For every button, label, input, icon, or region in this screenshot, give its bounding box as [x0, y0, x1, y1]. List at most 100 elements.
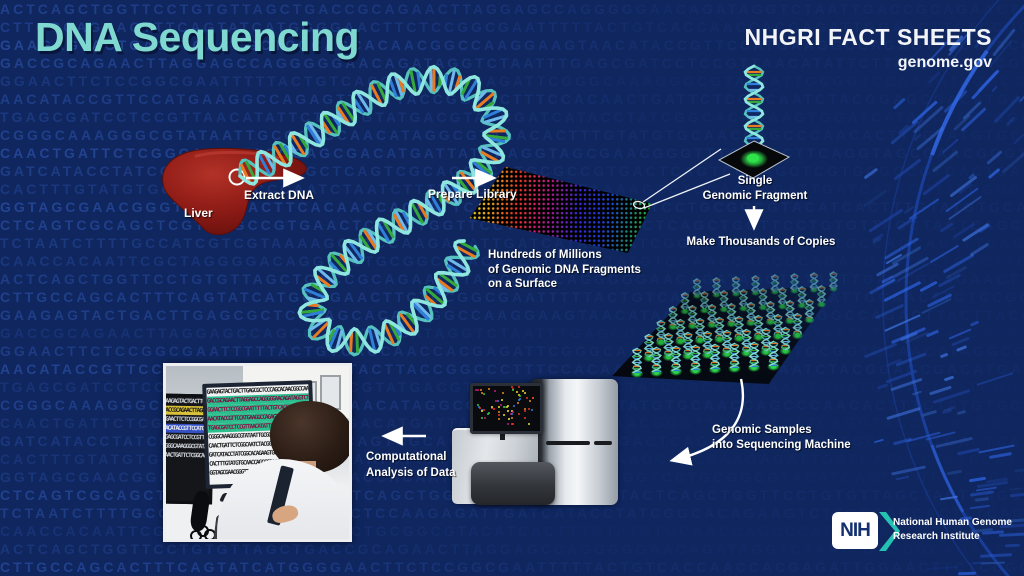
helix-part: [330, 253, 348, 273]
sequencer-screen-dot: [493, 408, 496, 411]
helix-part: [398, 76, 405, 93]
sequencer-screen-dot: [507, 418, 510, 421]
helix-part: [475, 92, 495, 110]
helix-part: [240, 163, 251, 184]
single-fragment-helix: [743, 64, 765, 152]
helix-part: [414, 300, 432, 319]
helix-part: [406, 313, 418, 327]
helix-part: [397, 320, 407, 333]
helix-part: [425, 198, 436, 213]
arc-read-dash: [935, 436, 973, 449]
helix-part: [348, 240, 363, 260]
surface-caption-line3: on a Surface: [488, 278, 558, 290]
helix-part: [283, 144, 292, 157]
helix-part: [417, 201, 428, 219]
sequencer-screen-dot: [488, 388, 491, 391]
helix-part: [425, 287, 445, 305]
helix-part: [309, 319, 326, 331]
sequencer-screen-dot: [524, 407, 527, 410]
arc-read-dash: [868, 208, 904, 233]
helix-part: [483, 108, 503, 119]
helix-part: [323, 113, 339, 134]
arc-read-dash: [993, 95, 1021, 124]
sequencer-screen-dot: [481, 417, 484, 420]
arc-read-dash: [972, 561, 987, 565]
arc-read-dash: [957, 182, 973, 195]
helix-part: [461, 77, 471, 96]
helix-part: [356, 91, 371, 113]
sequencer-screen-dot: [502, 405, 505, 408]
sequencer-screen-dot: [496, 400, 499, 403]
arc-read-dash: [891, 465, 926, 476]
sequencer-screen-dot: [498, 411, 501, 414]
sequencer-screen-dot: [510, 417, 513, 420]
helix-part: [435, 277, 454, 292]
arc-read-dash: [1018, 83, 1024, 103]
arc-read-dash: [969, 320, 980, 327]
arc-read-dash: [895, 352, 927, 367]
helix-part: [300, 308, 325, 314]
helix-part: [828, 271, 839, 289]
sequencer-screen-dot: [517, 394, 520, 397]
arc-read-dash: [992, 28, 1016, 57]
background-sequence-row: GAAGAGTACTGACTTGAGCGCTCCCAGCACAACGGCCAAG…: [0, 307, 1024, 323]
arc-read-dash: [900, 331, 918, 342]
helix-part: [392, 213, 405, 233]
arc-read-dash: [980, 561, 1006, 565]
helix-part: [402, 211, 412, 227]
brand-fact-sheets: NHGRI FACT SHEETS: [744, 24, 992, 50]
arc-read-dash: [874, 303, 905, 320]
sequencer-screen-dot: [525, 397, 528, 400]
sequencer-screen-dot: [506, 422, 509, 425]
helix-part: [315, 274, 331, 287]
helix-part: [471, 160, 491, 178]
helix-part: [306, 124, 321, 146]
sequencer-screen-dot: [511, 413, 514, 416]
nih-org-name: National Human Genome Research Institute: [893, 516, 1012, 543]
arc-read-dash: [978, 444, 1015, 454]
helix-part: [238, 67, 511, 357]
arc-read-dash: [974, 497, 990, 502]
fragment-tile: [717, 140, 791, 179]
arc-read-dash: [1008, 487, 1024, 492]
arc-read-dash: [956, 447, 981, 456]
arc-read-dash: [986, 150, 1003, 165]
helix-part: [328, 261, 341, 274]
background-sequence-row: GACCGCAGAACTTAGGAGCCAGGGGGAACAGATAGGTCTA…: [0, 325, 1024, 341]
make-copies-label: Make Thousands of Copies: [686, 236, 836, 248]
arc-read-dash: [891, 245, 922, 266]
surface-caption-line1: Hundreds of Millions: [488, 249, 602, 261]
helix-part: [447, 257, 469, 272]
sequencer-screen-dot: [523, 392, 526, 395]
helix-part: [317, 267, 336, 285]
arc-read-dash: [886, 406, 921, 421]
extract-dna-label: Extract DNA: [244, 188, 315, 202]
arc-read-dash: [881, 275, 894, 284]
sequencer-monitor-stand: [500, 431, 505, 440]
helix-part: [388, 77, 398, 98]
sequencer-screen-dot: [491, 405, 494, 408]
arc-read-dash: [1004, 543, 1021, 548]
helix-part: [399, 313, 415, 334]
helix-part: [279, 143, 292, 162]
helix-part: [388, 321, 401, 341]
helix-part: [429, 68, 433, 91]
sequencer-screen-dot: [512, 388, 515, 391]
background-sequence-row: CAACTGATTCTCGGCAATCTACGGAGCGACATGATTATCA…: [0, 145, 1024, 161]
arc-read-dash: [962, 101, 982, 120]
helix-part: [446, 264, 463, 276]
arc-read-dash: [886, 358, 903, 367]
sequencer-screen-dot: [481, 409, 484, 412]
arc-read-dash: [943, 375, 955, 382]
arc-read-dash: [926, 565, 959, 571]
helix-part: [424, 294, 438, 307]
genomic-samples-line1: Genomic Samples: [712, 424, 812, 436]
sequencer-screen-dot: [495, 400, 498, 403]
helix-part: [393, 323, 402, 336]
sequencer-screen-dot: [512, 410, 515, 413]
helix-part: [484, 134, 509, 140]
nih-chevron-icon: [879, 512, 900, 551]
sequencer-screen-dot: [506, 410, 509, 413]
arc-read-dash: [952, 222, 976, 239]
single-fragment-label: Single Genomic Fragment: [698, 174, 812, 203]
